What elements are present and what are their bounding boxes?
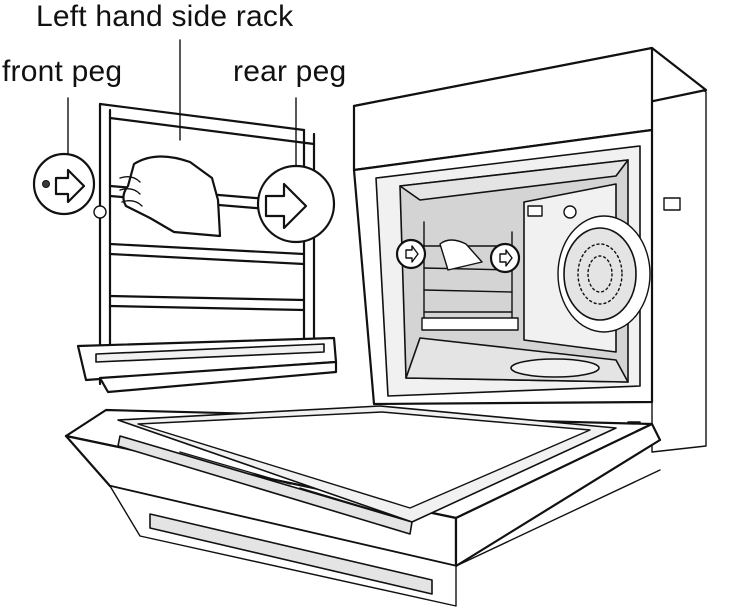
cavity-ceiling: [399, 159, 629, 201]
hand-icon: [439, 239, 483, 271]
rear-peg-label: rear peg: [233, 55, 347, 88]
hand-icon: [122, 155, 222, 238]
fan-grille: [563, 227, 637, 321]
arrow-right-icon: [54, 168, 86, 204]
arrow-right-icon: [499, 249, 513, 267]
arrow-right-icon: [264, 182, 308, 230]
inner-rack: [395, 221, 521, 331]
door-side-edge: [454, 422, 662, 568]
door-glass-inner: [137, 411, 591, 509]
front-peg-hole: [42, 180, 50, 188]
floor-recess: [510, 358, 600, 378]
arrow-right-icon: [405, 245, 419, 263]
connector-icon: [527, 205, 543, 217]
front-peg-label: front peg: [2, 55, 123, 88]
front-peg: [93, 205, 107, 219]
oven-side-panel: [651, 57, 707, 453]
left-hand-side-rack: [32, 39, 338, 394]
left-hand-side-rack-label: Left hand side rack: [36, 0, 294, 33]
connector-icon: [663, 197, 681, 211]
oven-body: [352, 46, 708, 453]
oven-door: [64, 405, 662, 607]
door-lower-grip: [149, 513, 433, 595]
door-handle: [117, 435, 413, 535]
sensor-icon: [563, 205, 577, 219]
